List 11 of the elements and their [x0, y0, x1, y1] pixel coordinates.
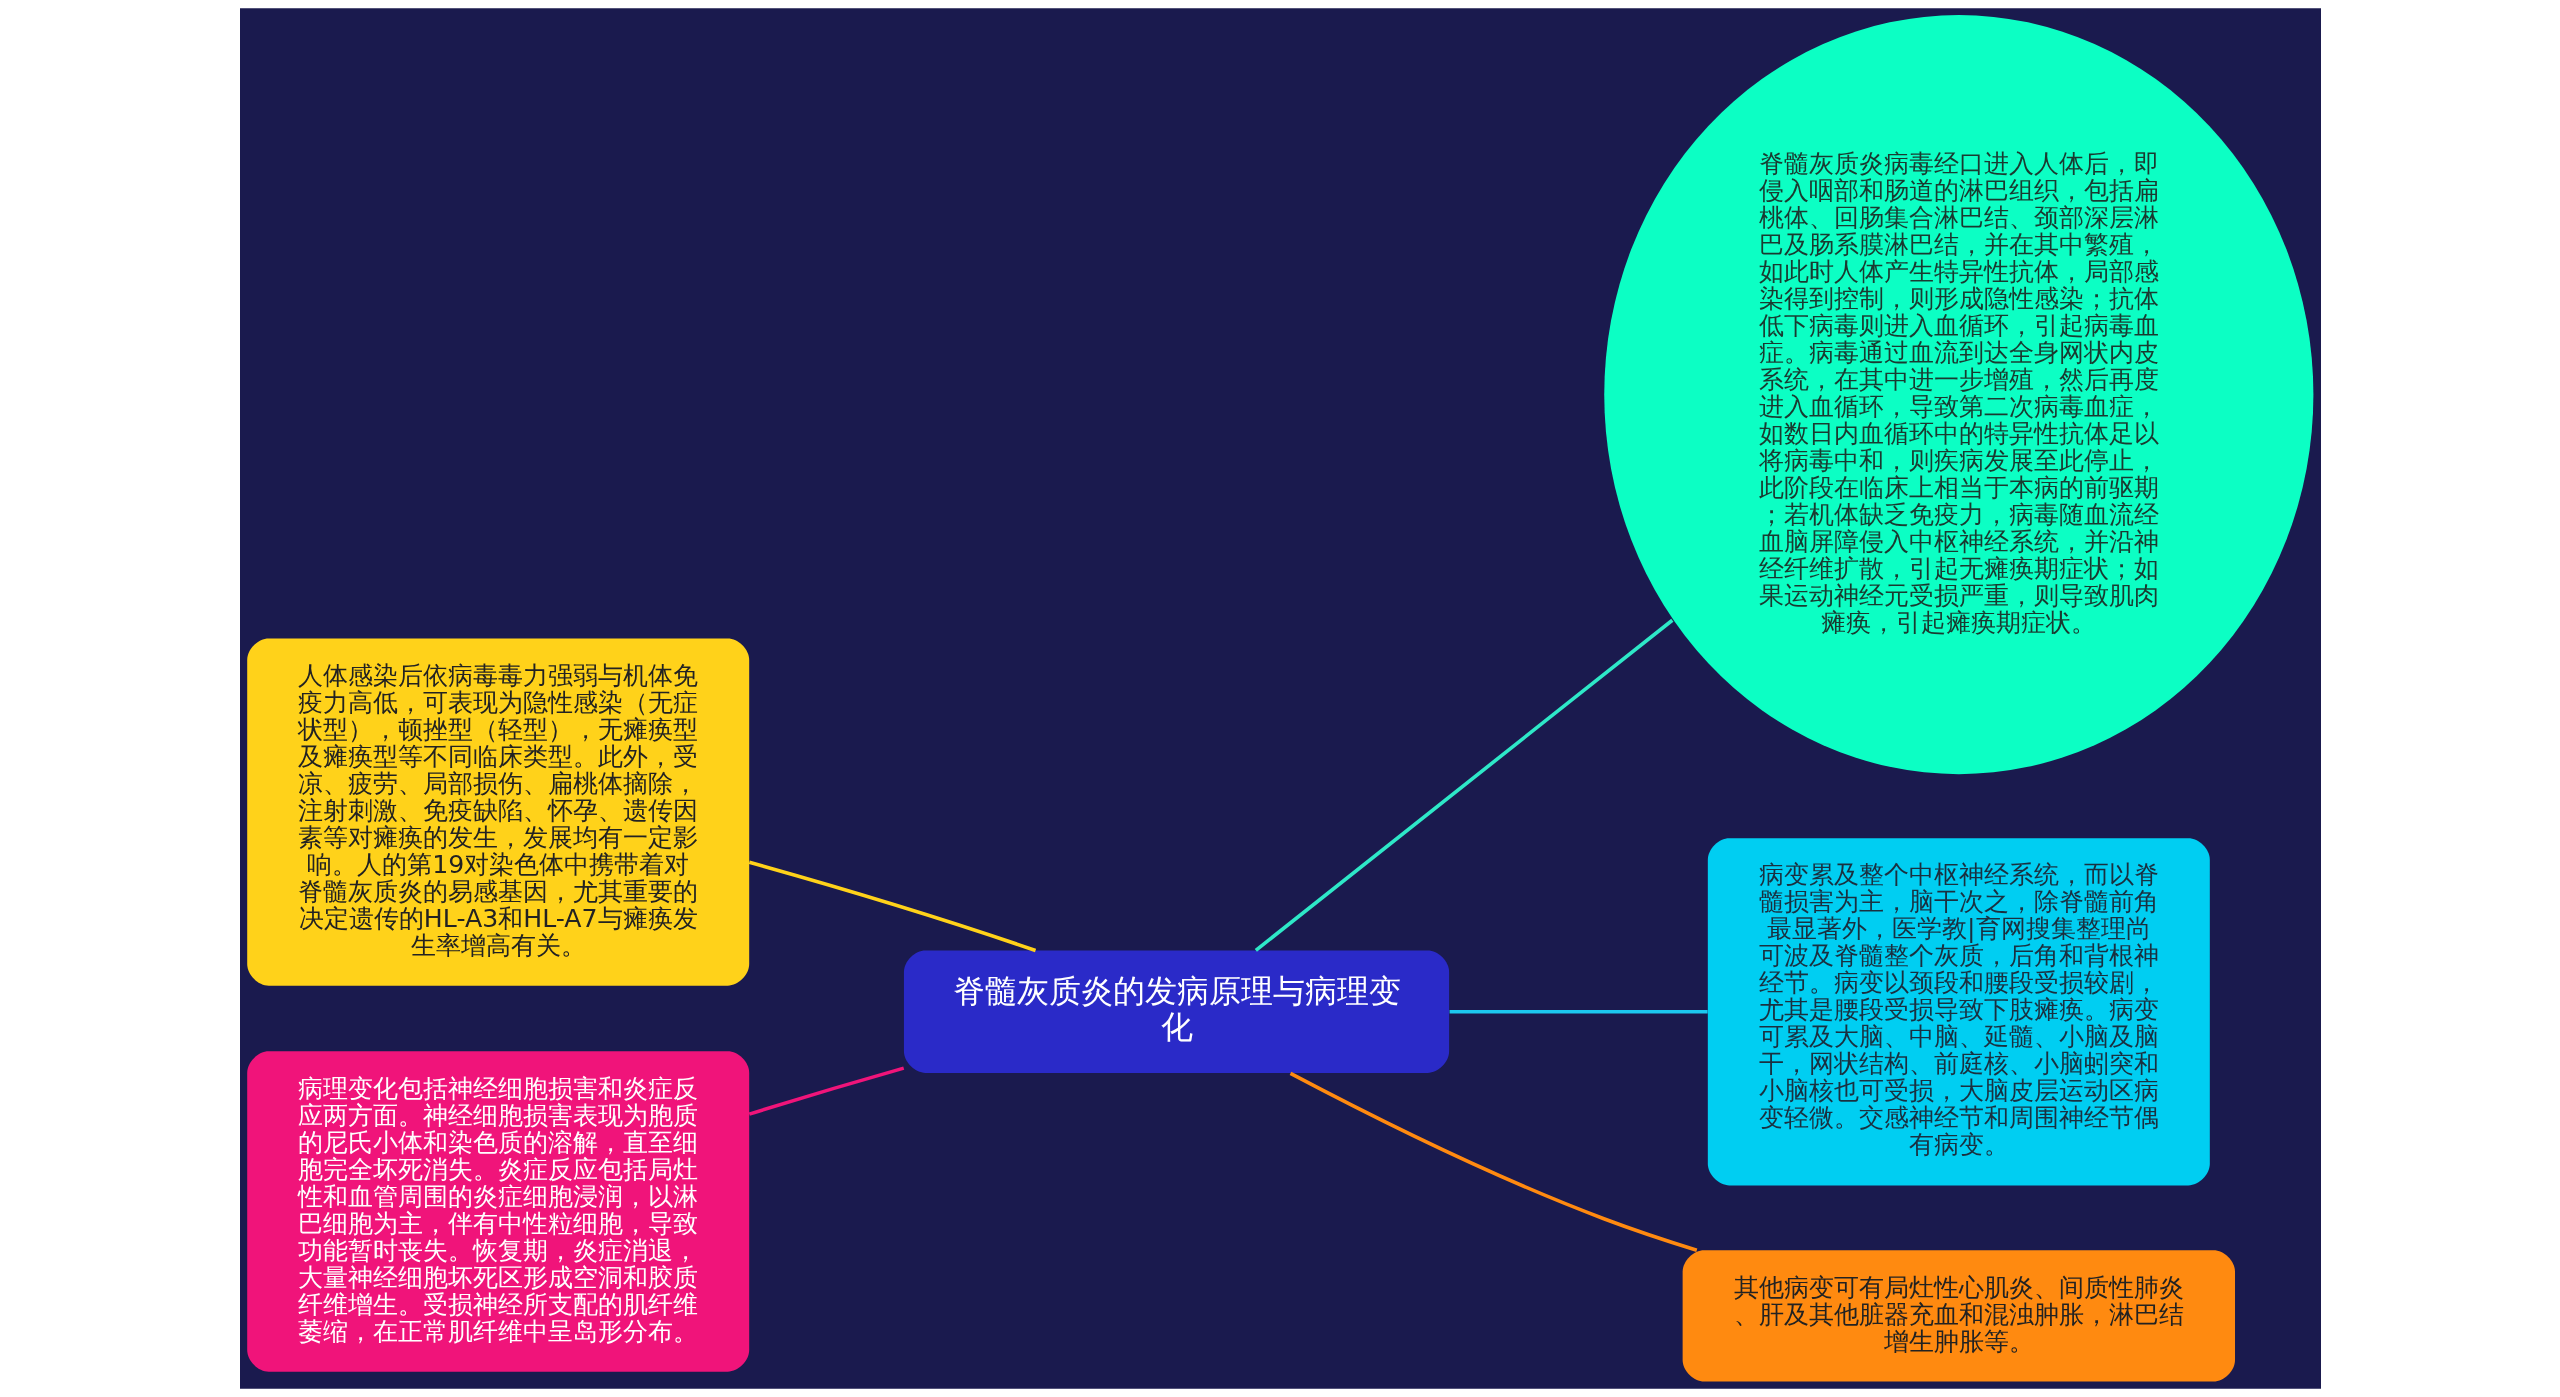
node-box: 脊髓灰质炎的发病原理与病理变化 — [903, 950, 1449, 1073]
connector — [748, 860, 1036, 953]
connector — [1289, 1071, 1697, 1252]
node-box: 人体感染后依病毒毒力强弱与机体免疫力高低，可表现为隐性感染（无症状型），顿挫型（轻型），无瘫痪型及瘫痪型等不同临床类型。此外，受凉、疲劳、局部损伤、扁桃体摘除，注射刺激、免疫缺陷、怀孕、遗传因素等对瘫痪的发生，发展均有一定影响。人的第19对染色体中携带着对脊髓灰质炎的易感基因，尤其重要的决定遗传的HL-A3和HL-A7与瘫痪发生率增高有关。 — [246, 638, 749, 986]
node-box: 其他病变可有局灶性心肌炎、间质性肺炎、肝及其他脏器充血和混浊肿胀，淋巴结增生肿胀等。 — [1682, 1250, 2235, 1382]
connector — [748, 1066, 904, 1116]
node-box: 病理变化包括神经细胞损害和炎症反应两方面。神经细胞损害表现为胞质的尼氏小体和染色质的溶解，直至细胞完全坏死消失。炎症反应包括局灶性和血管周围的炎症细胞浸润，以淋巴细胞为主，伴有中性粒细胞，导致功能暂时丧失。恢复期，炎症消退，大量神经细胞坏死区形成空洞和胶质纤维增生。受损神经所支配的肌纤维萎缩，在正常肌纤维中呈岛形分布。 — [246, 1051, 749, 1372]
connector — [1449, 1009, 1708, 1014]
node-circle: 脊髓灰质炎病毒经口进入人体后，即侵入咽部和肠道的淋巴组织，包括扁桃体、回肠集合淋巴结、颈部深层淋巴及肠系膜淋巴结，并在其中繁殖，如此时人体产生特异性抗体，局部感染得到控制，则形成隐性感染；抗体低下病毒则进入血循环，引起病毒血症。病毒通过血流到达全身网状内皮系统，在其中进一步增殖，然后再度进入血循环，导致第二次病毒血症，如数日内血循环中的特异性抗体足以将病毒中和，则疾病发展至此停止，此阶段在临床上相当于本病的前驱期；若机体缺乏免疫力，病毒随血流经血脑屏障侵入中枢神经系统，并沿神经纤维扩散，引起无瘫痪期症状；如果运动神经元受损严重，则导致肌肉瘫痪，引起瘫痪期症状。 — [1603, 15, 2313, 775]
connector — [1254, 618, 1673, 952]
node-box: 病变累及整个中枢神经系统，而以脊髓损害为主，脑干次之，除脊髓前角最显著外，医学教|育网搜集整理尚可波及脊髓整个灰质，后角和背根神经节。病变以颈段和腰段受损较剧，尤其是腰段受损导致下肢瘫痪。病变可累及大脑、中脑、延髓、小脑及脑干，网状结构、前庭核、小脑蚓突和小脑核也可受损，大脑皮层运动区病变轻微。交感神经节和周围神经节偶有病变。 — [1707, 838, 2210, 1186]
